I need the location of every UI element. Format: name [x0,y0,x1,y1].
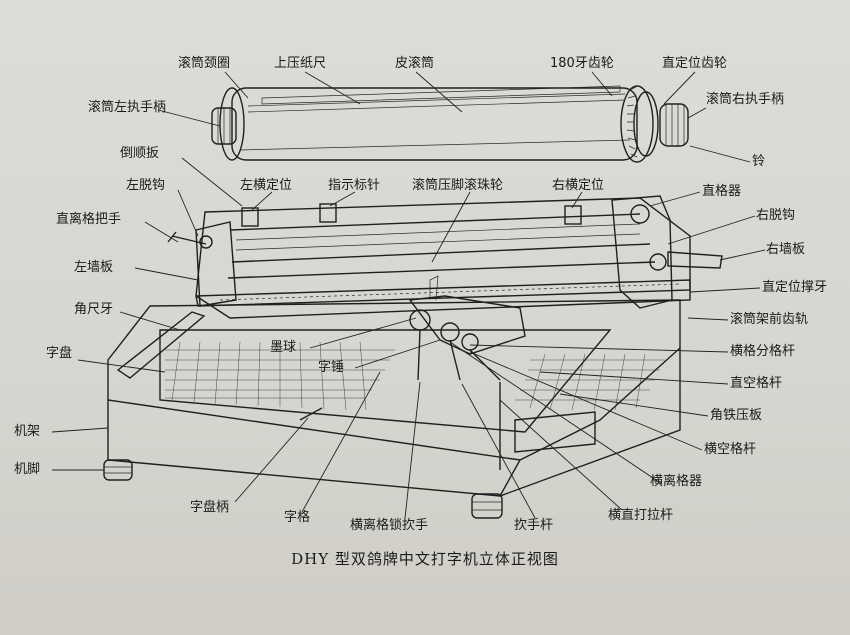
label-right-margin-stop: 右横定位 [552,178,605,193]
striker-assembly [408,275,526,470]
label-rubber-platen: 皮滚筒 [395,56,435,71]
label-line-release-handle: 直离格把手 [56,212,122,227]
label-cross-pull-rod: 横直打拉杆 [608,508,674,523]
label-tray-handle: 字盘柄 [190,500,230,515]
label-horizontal-release: 横离格器 [650,474,703,489]
label-carriage-front-rack: 滚筒架前齿轨 [730,312,809,327]
machine-base [103,299,681,519]
label-line-spacer: 直格器 [702,184,742,199]
label-character-spacing-bar: 横格分格杆 [730,344,796,359]
label-pointer: 指示标针 [328,178,381,193]
label-horizontal-release-lock-lever: 横离格锁扻手 [350,518,429,533]
label-vertical-position-pawl: 直定位撑牙 [762,280,828,295]
label-lever-rod: 扻手杆 [514,518,554,533]
leader-lines [51,71,766,519]
label-right-release-hook: 右脱钩 [756,208,796,223]
label-type-hammer: 字锤 [318,360,345,375]
type-tray-grid [165,341,665,411]
label-platen-right-knob: 滚筒右执手柄 [706,92,785,107]
label-vertical-position-gear: 直定位齿轮 [662,56,728,71]
label-machine-foot: 机脚 [14,462,41,477]
label-left-release-hook: 左脱钩 [126,178,166,193]
platen-roller [211,85,689,163]
label-machine-frame: 机架 [14,424,41,439]
label-ink-ball: 墨球 [270,340,297,355]
label-horizontal-space-bar: 横空格杆 [704,442,757,457]
label-platen-neck-ring: 滚筒颈圈 [178,56,231,71]
label-angle-iron-plate: 角铁压板 [710,408,763,423]
label-vertical-space-bar: 直空格杆 [730,376,783,391]
label-reverse-lever: 倒顺扳 [120,146,160,161]
label-platen-left-knob: 滚筒左执手柄 [88,100,167,115]
figure-caption: DHY 型双鸽牌中文打字机立体正视图 [291,550,559,568]
label-type-tray: 字盘 [46,346,73,361]
label-upper-paper-bail: 上压纸尺 [274,56,327,71]
carriage-frame [167,195,723,319]
label-type-cell: 字格 [284,510,311,525]
label-bell: 铃 [752,154,766,169]
label-angle-ruler-teeth: 角尺牙 [74,302,114,317]
label-left-margin-stop: 左横定位 [240,178,293,193]
label-right-wall-plate: 右墙板 [766,242,806,257]
label-left-wall-plate: 左墙板 [74,260,114,275]
label-180-tooth-gear: 180牙齿轮 [550,56,614,71]
label-platen-pressure-roller: 滚筒压脚滚珠轮 [412,178,504,193]
